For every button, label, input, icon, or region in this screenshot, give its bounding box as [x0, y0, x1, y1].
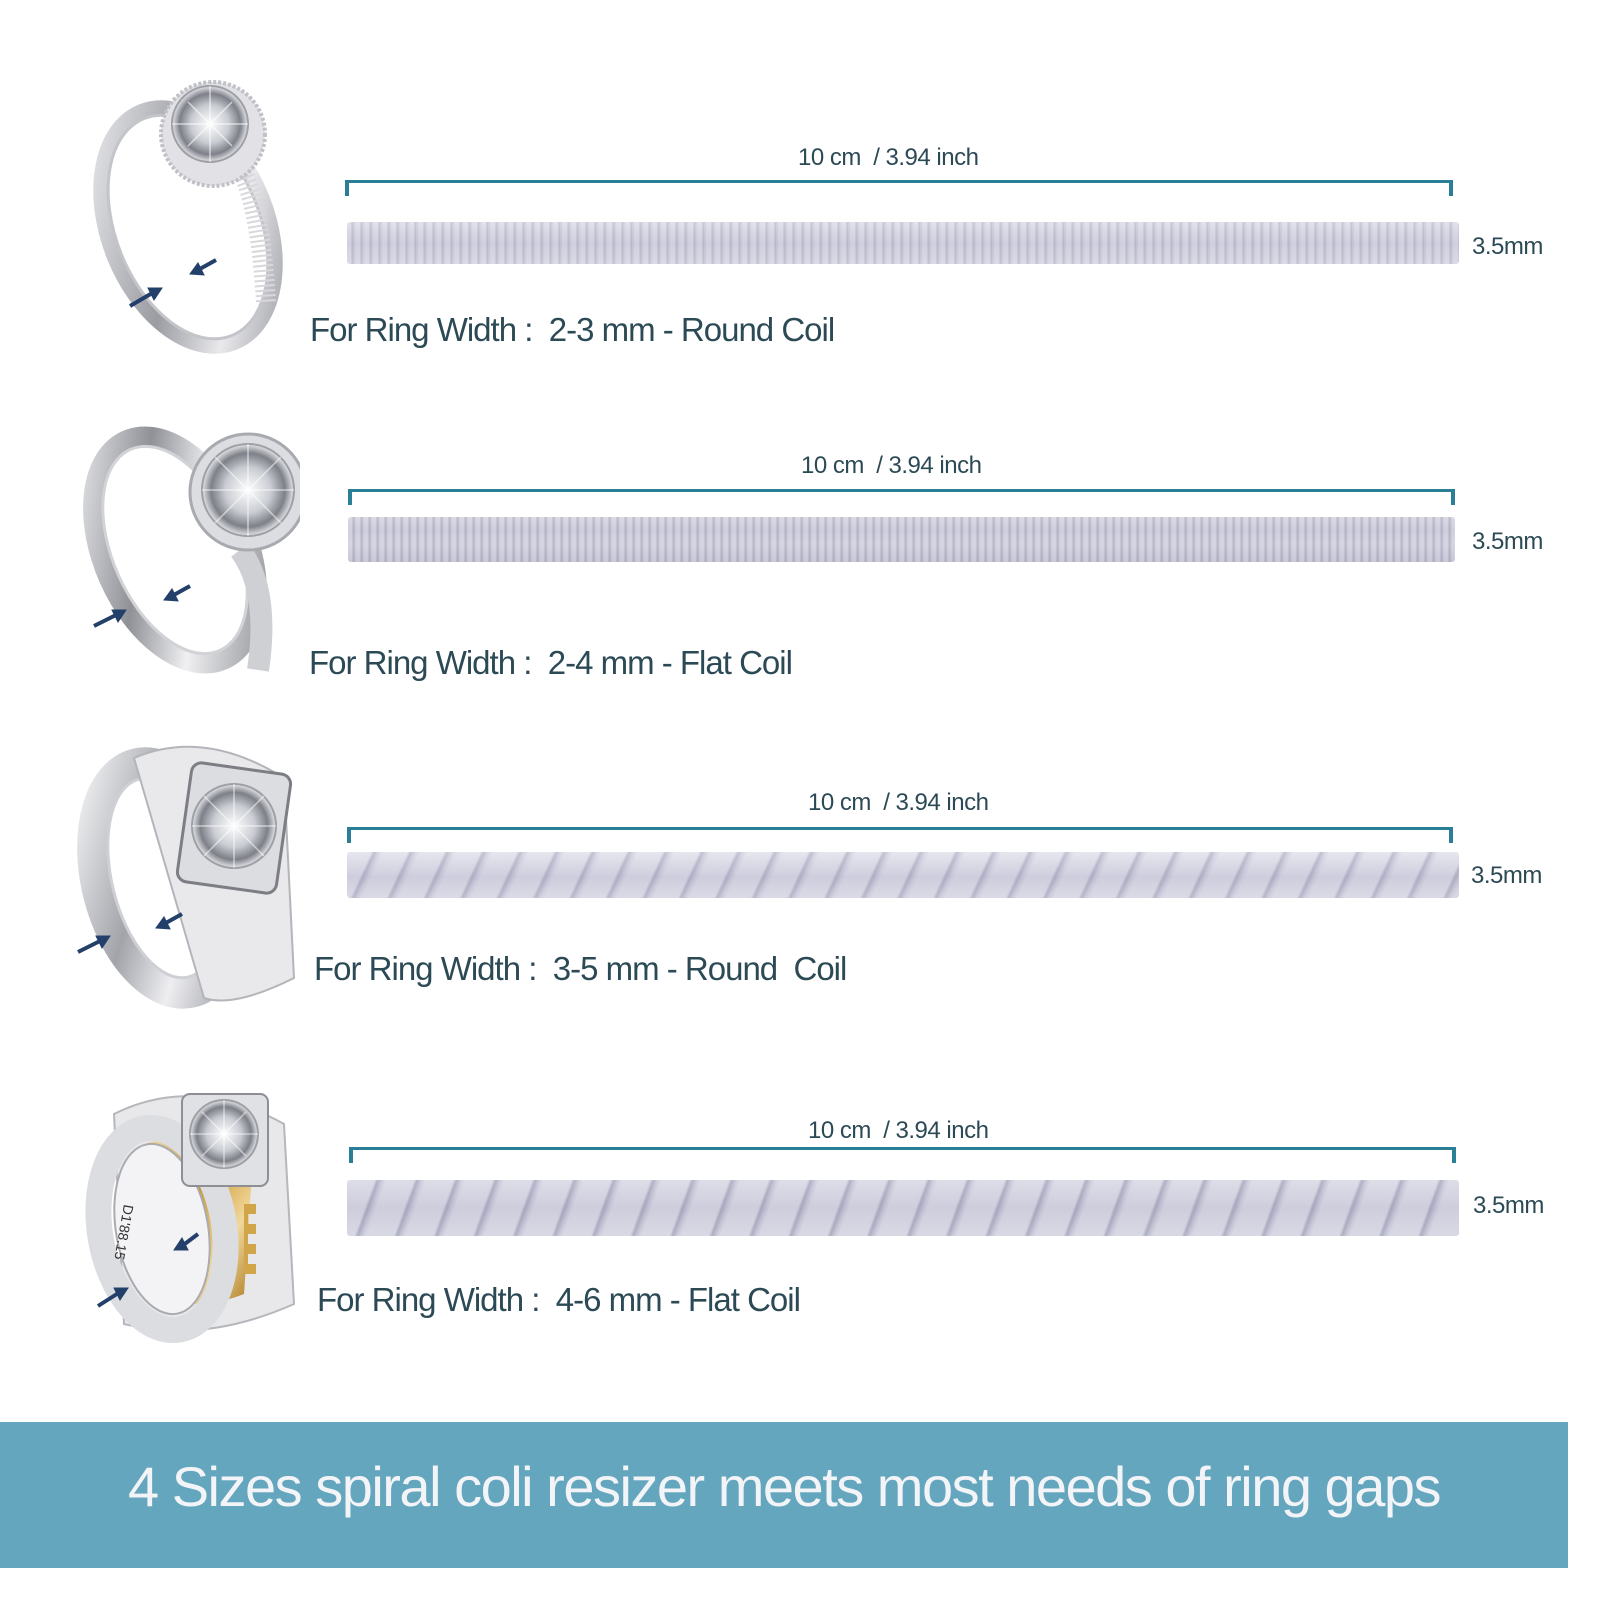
- mens-silver-solitaire-ring-image: [77, 745, 296, 1009]
- ring-width-caption: For Ring Width : 2-4 mm - Flat Coil: [309, 644, 793, 681]
- length-bracket: [347, 827, 1453, 843]
- length-bracket: [349, 1147, 1456, 1163]
- width-arrow-icon: [96, 1232, 200, 1308]
- size-row-1: 10 cm / 3.94 inch 3.5mm For Ring Width :…: [0, 0, 1568, 380]
- length-label: 10 cm / 3.94 inch: [808, 789, 989, 816]
- size-row-4: D1'88.15 10 cm / 3.94 inch 3.5mm For Rin…: [0, 1040, 1568, 1420]
- thickness-label: 3.5mm: [1471, 862, 1542, 889]
- size-row-3: 10 cm / 3.94 inch 3.5mm For Ring Width :…: [0, 710, 1568, 1040]
- thickness-label: 3.5mm: [1472, 528, 1543, 555]
- width-arrow-icon: [93, 584, 191, 628]
- length-bracket: [348, 489, 1455, 505]
- length-bracket: [345, 180, 1453, 196]
- banner-text: 4 Sizes spiral coli resizer meets most n…: [128, 1455, 1441, 1518]
- ring-width-caption: For Ring Width : 3-5 mm - Round Coil: [314, 950, 847, 987]
- round-coil-2-3mm: [347, 222, 1459, 264]
- ring-width-caption: For Ring Width : 2-3 mm - Round Coil: [310, 311, 835, 348]
- ring-width-caption: For Ring Width : 4-6 mm - Flat Coil: [317, 1281, 801, 1318]
- flat-coil-2-4mm: [348, 517, 1455, 562]
- size-row-2: 10 cm / 3.94 inch 3.5mm For Ring Width :…: [0, 380, 1568, 710]
- thickness-label: 3.5mm: [1472, 233, 1543, 260]
- width-arrow-icon: [128, 258, 217, 308]
- summary-banner: 4 Sizes spiral coli resizer meets most n…: [0, 1422, 1568, 1568]
- plain-solitaire-ring-image: [83, 426, 300, 674]
- flat-coil-4-6mm: [347, 1180, 1459, 1236]
- round-coil-3-5mm: [347, 852, 1459, 898]
- width-arrow-icon: [77, 912, 183, 954]
- length-label: 10 cm / 3.94 inch: [798, 144, 979, 171]
- mens-two-tone-gold-ring-image: D1'88.15: [85, 1093, 296, 1344]
- length-label: 10 cm / 3.94 inch: [808, 1117, 989, 1144]
- thickness-label: 3.5mm: [1473, 1192, 1544, 1219]
- length-label: 10 cm / 3.94 inch: [801, 452, 982, 479]
- pave-solitaire-ring-image: [93, 80, 283, 354]
